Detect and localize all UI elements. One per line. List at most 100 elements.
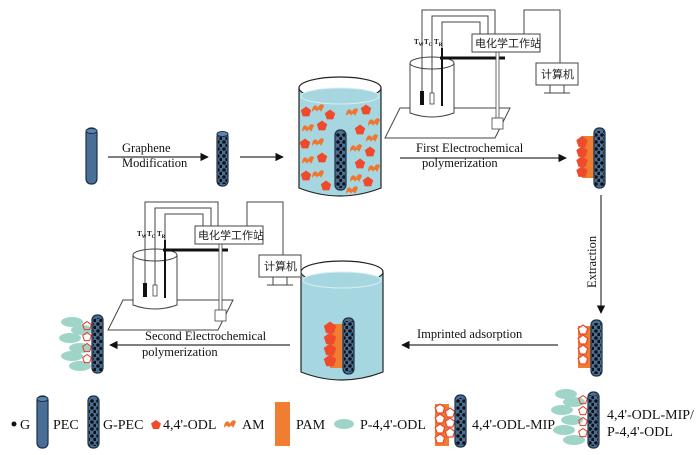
odl-molecule — [360, 104, 372, 115]
graphene-modification-step: Graphene Modification — [108, 141, 209, 170]
legend-label: 4,4'-ODL — [163, 418, 216, 433]
imprint-cavity — [82, 342, 92, 353]
computer-label: 计算机 — [264, 259, 297, 273]
mip-p-odl-electrode-icon — [551, 389, 600, 449]
odl-molecule — [576, 156, 588, 167]
counter-electrode — [152, 284, 158, 297]
p-odl-cluster — [563, 435, 585, 445]
stand-rod — [218, 243, 223, 315]
computer-stand — [544, 85, 570, 94]
legend-label: PEC — [53, 418, 79, 433]
odl-molecule — [354, 124, 366, 135]
imprint-cavity — [578, 427, 588, 438]
graphene-electrode-icon — [87, 395, 100, 449]
p-odl-cluster — [59, 333, 81, 343]
wire — [154, 207, 212, 285]
odl-molecule — [576, 136, 588, 147]
computer-stand — [267, 277, 293, 286]
electrode-label-w: TW — [137, 230, 147, 240]
platform — [384, 107, 511, 139]
step-label: polymerization — [142, 345, 218, 359]
legend-label: PAM — [296, 418, 326, 433]
imprint-cavity — [434, 433, 446, 444]
odl-molecule — [316, 120, 328, 131]
wire — [164, 213, 204, 240]
working-electrode — [420, 91, 424, 105]
graphene-dot-icon — [11, 421, 17, 427]
bare-electrode-icon — [36, 395, 49, 449]
odl-molecule — [576, 146, 588, 157]
p-odl-cluster — [61, 351, 83, 361]
legend-label: G-PEC — [103, 418, 143, 433]
mip-electrode — [577, 319, 603, 377]
p-odl-cluster — [551, 405, 573, 415]
odl-molecule — [323, 332, 337, 345]
odl-molecule — [323, 354, 337, 367]
wire — [441, 21, 481, 48]
imprint-cavity — [577, 334, 589, 345]
odl-pentagon-icon — [151, 420, 161, 429]
imprint-cavity — [82, 353, 92, 364]
imprint-cavity — [434, 423, 446, 434]
stand-base — [491, 117, 504, 130]
imprint-cavity — [577, 324, 589, 335]
legend-label: AM — [242, 418, 265, 433]
platform — [107, 299, 234, 331]
odl-molecule — [364, 146, 376, 157]
legend-label: G — [20, 418, 30, 433]
stand-rod — [495, 51, 500, 123]
odl-molecule — [324, 109, 336, 120]
odl-molecule — [362, 176, 374, 187]
wire — [144, 201, 219, 283]
extraction-step: Extraction — [585, 195, 606, 314]
step-label: polymerization — [422, 156, 498, 170]
am-molecule — [346, 108, 358, 116]
pam-odl-electrode — [576, 127, 606, 189]
imprint-cavity — [578, 416, 588, 427]
imprinted-adsorption-step: Imprinted adsorption — [401, 327, 558, 350]
workstation-label: 电化学工作站 — [198, 228, 264, 242]
am-molecule — [312, 104, 324, 112]
wire — [431, 15, 489, 93]
am-molecule — [312, 138, 324, 146]
am-molecule — [366, 134, 378, 142]
p-odl-cluster — [555, 389, 577, 399]
step-label: Imprinted adsorption — [417, 327, 523, 341]
electrode-label-c: TC — [424, 38, 433, 48]
odl-molecule — [323, 321, 337, 334]
odl-molecule — [354, 158, 366, 169]
legend-label: 4,4'-ODL-MIP/ — [607, 408, 694, 423]
p-odl-cluster — [61, 317, 83, 327]
imprint-cavity — [577, 354, 589, 365]
p-odl-cluster — [69, 361, 91, 371]
odl-molecule — [576, 166, 588, 177]
wire — [421, 9, 496, 91]
imprint-cavity — [82, 331, 92, 342]
legend: G PEC G-PEC 4,4'-ODL AM PAM P-4,4'-ODL 4… — [11, 389, 694, 449]
legend-label: P-4,4'-ODL — [360, 418, 426, 433]
am-squiggle-icon — [224, 420, 236, 428]
beaker-monomer-solution — [298, 76, 382, 197]
odl-molecule — [320, 180, 332, 191]
step-label: Modification — [122, 156, 188, 170]
step-label: Second Electrochemical — [145, 329, 267, 343]
imprint-cavity — [444, 407, 456, 418]
pam-bar-icon — [275, 402, 290, 446]
p-odl-cluster — [69, 343, 91, 353]
odl-molecule — [323, 343, 337, 356]
am-molecule — [368, 118, 380, 126]
bare-electrode — [85, 127, 98, 185]
p-odl-cluster — [561, 415, 583, 425]
imprint-cavity — [578, 405, 588, 416]
p-odl-cluster — [553, 425, 575, 435]
counter-electrode — [429, 92, 435, 105]
mip-p-odl-electrode — [59, 314, 104, 374]
mip-electrode-icon — [434, 394, 467, 448]
graphene-electrode — [216, 131, 229, 187]
am-molecule — [302, 124, 314, 132]
am-molecule — [312, 170, 324, 178]
workstation-label: 电化学工作站 — [475, 36, 541, 50]
second-polymerization-step: Second Electrochemical polymerization — [109, 329, 290, 359]
